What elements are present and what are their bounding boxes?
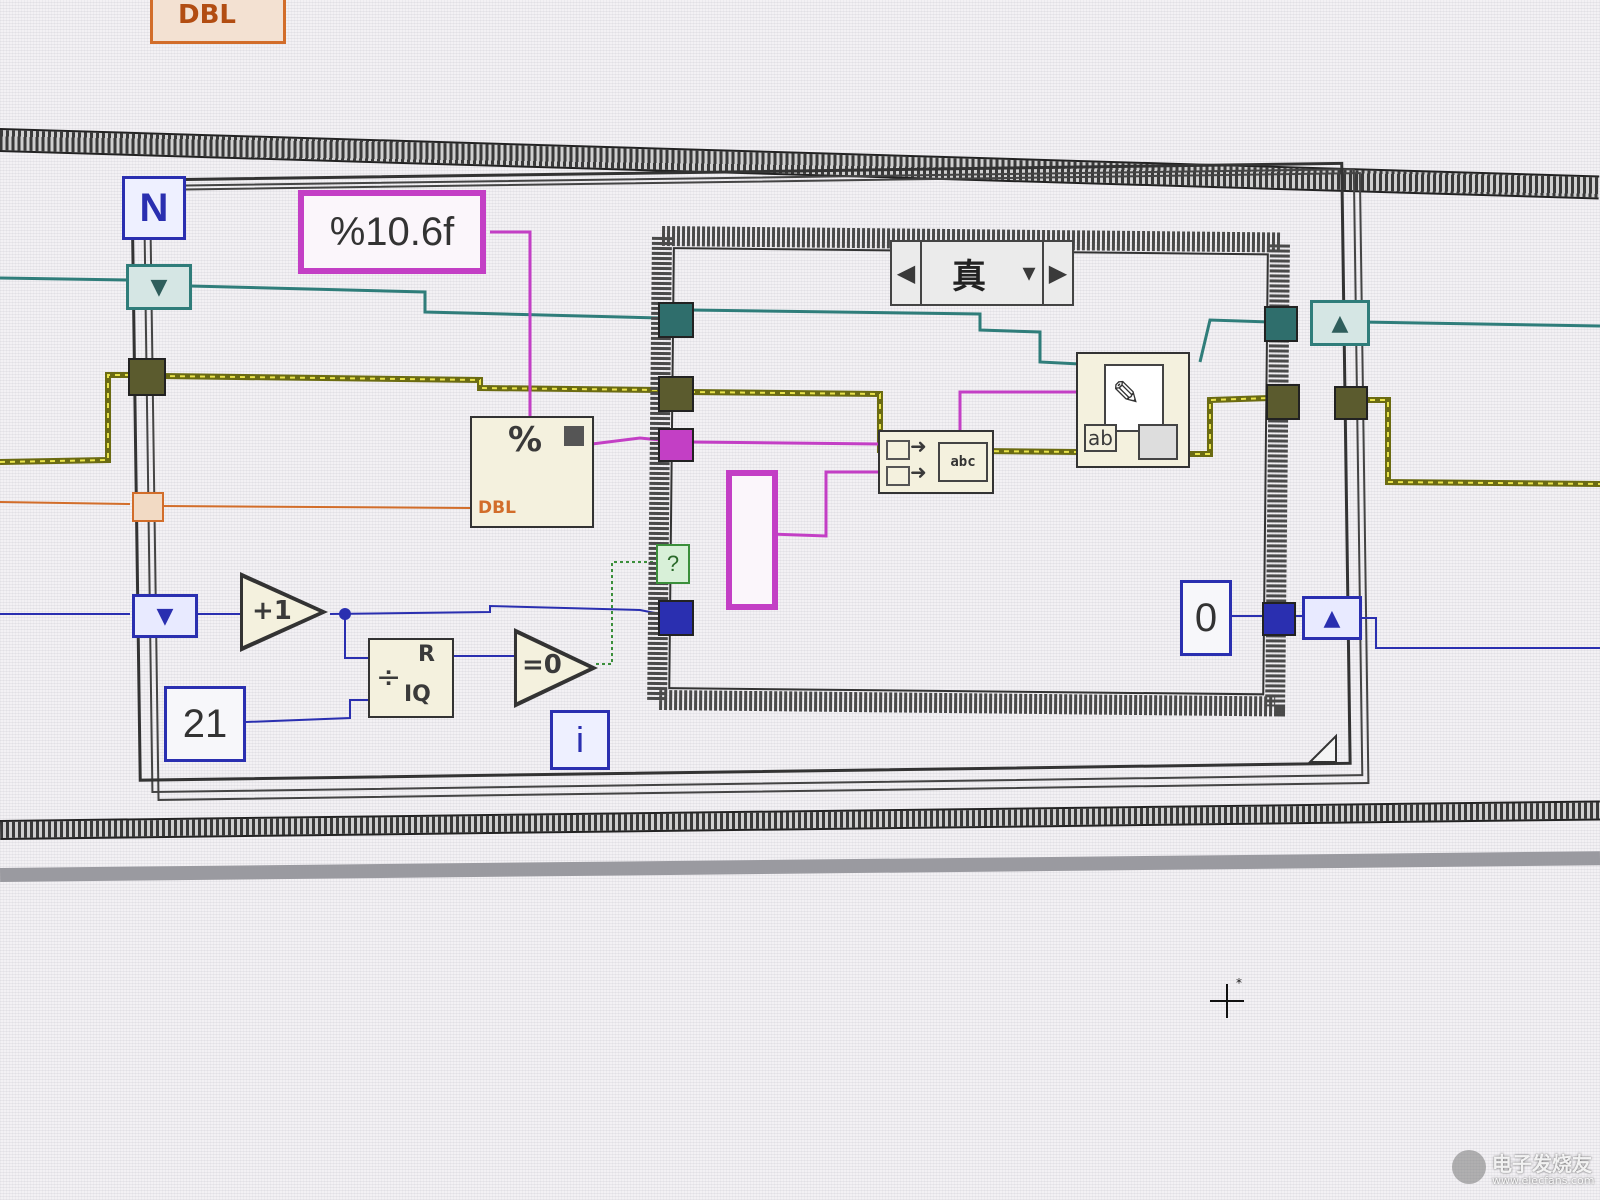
tunnel-double-left <box>132 492 164 522</box>
wire-refnum-in <box>0 276 131 282</box>
format-into-string-node[interactable]: % DBL <box>470 416 594 528</box>
case-tunnel-string-left <box>658 428 694 462</box>
case-tunnel-int-left <box>658 600 694 636</box>
tunnel-error-left <box>128 358 166 396</box>
wire-format-string <box>490 230 532 420</box>
wire-error-in <box>0 372 130 465</box>
pencil-icon: ✎ <box>1112 374 1141 414</box>
wire-int-out-right <box>1358 617 1600 649</box>
wire-boolean <box>596 561 656 665</box>
equal-zero-node-fill <box>517 634 589 702</box>
empty-string-constant[interactable] <box>726 470 778 610</box>
case-selector-label[interactable]: ◀ 真 ▾ ▶ <box>890 240 1074 306</box>
wire-error-out <box>1360 397 1600 487</box>
shift-register-up-arrow-icon: ▲ <box>1331 310 1349 336</box>
wire-error-inner-dash <box>159 375 661 391</box>
wire-string-case <box>689 440 881 446</box>
loop-count-terminal: N <box>122 176 186 240</box>
wire-error-inner <box>159 373 661 393</box>
shift-register-int-right: ▲ <box>1302 596 1362 640</box>
case-structure-frame <box>647 225 1291 717</box>
quotient-remainder-node[interactable]: ÷ R IQ <box>368 638 454 718</box>
shift-register-refnum-left: ▼ <box>126 264 192 310</box>
case-selector-value: 真 <box>952 256 986 297</box>
case-tunnel-error-left <box>658 376 694 412</box>
case-prev-arrow-icon[interactable]: ◀ <box>892 242 922 304</box>
wire-divisor <box>245 699 370 723</box>
crosshair-cursor-icon: * <box>1210 976 1244 1018</box>
write-text-file-node[interactable]: ✎ ab <box>1076 352 1190 468</box>
zero-constant[interactable]: 0 <box>1180 580 1232 656</box>
wire-junction-dot <box>339 608 351 620</box>
case-next-arrow-icon[interactable]: ▶ <box>1042 242 1072 304</box>
concatenate-input-2-icon <box>886 466 910 486</box>
case-tunnel-refnum-right <box>1264 306 1298 342</box>
quotient-remainder-divide-icon: ÷ <box>376 660 402 695</box>
watermark: 电子发烧友 www.elecfans.com <box>1452 1146 1598 1196</box>
wire-increment-to-qr <box>344 614 370 659</box>
document-pencil-icon <box>1104 364 1164 432</box>
loop-iteration-terminal: i <box>550 710 610 770</box>
concatenate-output-box: abc <box>938 442 988 482</box>
shift-register-refnum-right: ▲ <box>1310 300 1370 346</box>
quotient-remainder-r-label: R <box>418 642 435 667</box>
wire-formatted-string <box>591 436 661 446</box>
equal-zero-label: =0 <box>522 650 562 680</box>
shift-register-int-up-arrow-icon: ▲ <box>1323 605 1341 631</box>
wire-increment-out <box>329 604 661 615</box>
wire-refnum-case <box>689 308 1081 366</box>
concatenate-strings-node[interactable]: ➜ ➜ abc <box>878 430 994 494</box>
write-arrow-icon <box>1138 424 1178 460</box>
quotient-remainder-iq-label: IQ <box>404 682 431 707</box>
shift-register-int-left: ▼ <box>132 594 198 638</box>
wire-refnum-inner <box>189 284 661 320</box>
case-tunnel-error-right <box>1266 384 1300 420</box>
tunnel-error-right <box>1334 386 1368 420</box>
case-selector-terminal: ? <box>656 544 690 584</box>
dbl-node-fragment-label: DBL <box>178 0 236 30</box>
watermark-chinese: 电子发烧友 <box>1492 1152 1592 1176</box>
wire-refnum-case-out <box>1198 318 1271 363</box>
increment-node-fill <box>243 578 319 646</box>
wire-refnum-out <box>1359 320 1600 328</box>
concatenate-arrow-2-icon: ➜ <box>910 460 927 484</box>
format-into-string-output-terminal-icon <box>564 426 584 446</box>
format-into-string-type-label: DBL <box>478 498 516 518</box>
shift-register-down-arrow-icon: ▼ <box>150 274 168 300</box>
divisor-constant[interactable]: 21 <box>164 686 246 762</box>
watermark-url: www.elecfans.com <box>1492 1174 1595 1187</box>
wire-error-case-out-dash <box>1185 397 1271 455</box>
wire-error-case-out <box>1185 395 1271 457</box>
watermark-logo-icon <box>1452 1150 1486 1184</box>
shift-register-int-down-arrow-icon: ▼ <box>156 603 174 629</box>
for-loop-frame <box>130 161 1352 782</box>
wire-double-inner <box>159 505 471 509</box>
for-loop-frame-shadow <box>142 168 1364 794</box>
case-tunnel-refnum-left <box>658 302 694 338</box>
case-dropdown-icon[interactable]: ▾ <box>1022 258 1036 288</box>
format-into-string-symbol: % <box>508 420 543 460</box>
concatenate-arrow-1-icon: ➜ <box>910 434 927 458</box>
increment-label: +1 <box>252 596 292 626</box>
format-string-constant[interactable]: %10.6f <box>298 190 486 274</box>
wire-error-out-dash <box>1360 399 1600 485</box>
wire-empty-string <box>769 470 880 538</box>
wire-error-in-dash <box>0 374 130 463</box>
case-tunnel-int-right <box>1262 602 1296 636</box>
wire-double-in <box>0 501 131 505</box>
for-loop-corner-fold <box>1307 733 1337 763</box>
write-text-file-label: ab <box>1084 424 1117 452</box>
dbl-node-fragment <box>150 0 286 44</box>
wire-concat-to-write <box>958 390 1080 430</box>
concatenate-input-1-icon <box>886 440 910 460</box>
